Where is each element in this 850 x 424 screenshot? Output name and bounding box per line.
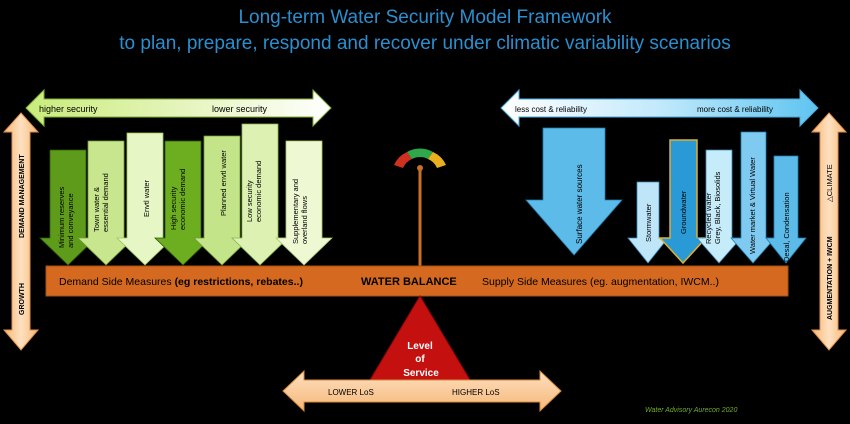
supply-arrow-5: Desal, Condensation — [765, 155, 807, 264]
demand-arrow-3-label: High securityeconomic demand — [169, 169, 187, 230]
climate-label: △CLIMATE — [825, 164, 834, 202]
demand-arrow-1: Town water &essential demand — [77, 140, 135, 266]
diagram-title-line1: Long-term Water Security Model Framework — [238, 7, 612, 28]
lower-los-label: LOWER LoS — [328, 388, 374, 397]
demand-arrow-6: Supplementary andoverland flows — [275, 140, 333, 266]
demand-arrow-4-label: Planned envtl water — [219, 150, 228, 216]
label-line: High security — [169, 186, 178, 230]
demand-arrow-0: Minimum reservesand conveyance — [39, 149, 97, 266]
demand-arrow-6-label: Supplementary andoverland flows — [291, 179, 309, 244]
supply-arrow-2: Groundwater — [658, 139, 708, 265]
supply-arrow-0-label: Surface water sources — [575, 164, 584, 244]
label-line: essential demand — [101, 173, 110, 232]
supply-arrow-0: Surface water sources — [525, 127, 623, 256]
supply-arrow-1: Stormwater — [627, 181, 669, 264]
demand-side-bold: (eg restrictions, rebates..) — [175, 276, 303, 288]
demand-side-plain: Demand Side Measures — [59, 276, 175, 288]
demand-arrow-5: Low securityeconomic demand — [231, 123, 289, 266]
supply-arrow-3: Recycled waterGrey, Black, Biosolids — [696, 149, 742, 264]
supply-arrow-4-label: Water market & Virtual Water — [748, 157, 757, 254]
fulcrum-line3: Service — [403, 368, 439, 379]
label-line: Grey, Black, Biosolids — [713, 171, 722, 244]
security-scale-arrow — [25, 88, 332, 128]
label-line: Supplementary and — [291, 179, 300, 244]
supply-arrow-2-label: Groundwater — [679, 190, 688, 234]
label-line: overland flows — [300, 196, 309, 244]
label-line: Low security — [245, 180, 254, 222]
higher-security-label: higher security — [39, 104, 98, 114]
demand-arrow-2-label: Envtl water — [142, 179, 151, 217]
less-cost-label: less cost & reliability — [515, 105, 587, 114]
climate-augmentation-arrow — [810, 112, 848, 351]
growth-label: GROWTH — [19, 283, 26, 315]
label-line: Minimum reserves — [57, 186, 66, 248]
demand-growth-arrow — [2, 112, 40, 351]
demand-side-measures-label: Demand Side Measures (eg restrictions, r… — [59, 276, 303, 288]
fulcrum-line2: of — [415, 354, 425, 365]
fulcrum-line1: Level — [407, 341, 433, 352]
supply-arrow-5-label: Desal, Condensation — [782, 192, 791, 262]
demand-arrow-2: Envtl water — [116, 132, 174, 266]
demand-arrow-4: Planned envtl water — [193, 135, 251, 266]
water-balance-label: WATER BALANCE — [361, 276, 457, 288]
demand-arrow-1-label: Town water &essential demand — [92, 173, 110, 232]
balance-gauge — [394, 148, 446, 266]
cost-reliability-scale-arrow — [500, 88, 819, 128]
diagram-title-line2: to plan, prepare, respond and recover un… — [119, 33, 731, 54]
supply-arrow-1-label: Stormwater — [644, 203, 653, 242]
demand-arrow-5-label: Low securityeconomic demand — [245, 161, 263, 222]
supply-arrow-3-label: Recycled waterGrey, Black, Biosolids — [704, 171, 722, 244]
credit-label: Water Advisory Aurecon 2020 — [645, 407, 738, 414]
label-line: Recycled water — [704, 192, 713, 244]
label-line: and conveyance — [66, 193, 75, 248]
label-line: Town water & — [92, 187, 101, 232]
higher-los-label: HIGHER LoS — [452, 388, 500, 397]
label-line: economic demand — [254, 161, 263, 222]
demand-arrow-3: High securityeconomic demand — [154, 140, 212, 266]
lower-security-label: lower security — [212, 104, 268, 114]
augmentation-iwcm-label: AUGMENTATION + IWCM — [827, 236, 834, 320]
supply-arrow-4: Water market & Virtual Water — [730, 131, 776, 264]
supply-side-measures-label: Supply Side Measures (eg. augmentation, … — [482, 276, 719, 288]
water-balance-bar — [45, 265, 789, 297]
label-line: economic demand — [178, 169, 187, 230]
demand-management-label: DEMAND MANAGEMENT — [19, 154, 26, 238]
demand-arrow-0-label: Minimum reservesand conveyance — [57, 186, 75, 248]
level-of-service-scale-arrow — [282, 369, 562, 413]
more-cost-label: more cost & reliability — [697, 105, 773, 114]
